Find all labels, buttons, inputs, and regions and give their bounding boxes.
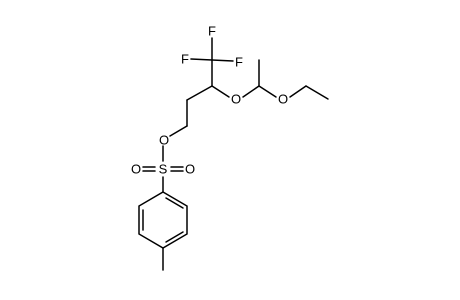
- bond-ch-ch2: [186, 85, 213, 101]
- bond-o-ether-acetal: [242, 85, 260, 98]
- atom-labels: F F F O O O S O O: [131, 24, 288, 177]
- benzene-ring: [138, 191, 188, 249]
- atom-o-ethoxy: O: [278, 92, 288, 107]
- atom-o-sulfonyl-left: O: [131, 162, 141, 177]
- bond-cf3-f-right: [211, 59, 234, 62]
- atom-f-left: F: [181, 52, 189, 67]
- atom-o-ether: O: [231, 92, 241, 107]
- bonds: [138, 37, 329, 271]
- bond-o-ethoxy-ch2: [289, 85, 307, 98]
- atom-f-top: F: [208, 24, 216, 39]
- ring-double-bond-1: [165, 197, 184, 209]
- bond-ch-o-ether: [211, 85, 230, 98]
- atom-f-right: F: [235, 55, 243, 70]
- bond-cf3-f-left: [190, 58, 213, 61]
- atom-s: S: [159, 162, 168, 177]
- ring-double-bond-2: [165, 231, 184, 243]
- bond-acetal-o-ethoxy: [258, 85, 277, 98]
- atom-o-ester: O: [159, 133, 169, 148]
- bond-ch2-o-ester: [169, 125, 188, 137]
- bond-ethyl-ch2-ch3: [305, 85, 329, 100]
- atom-o-sulfonyl-right: O: [185, 162, 195, 177]
